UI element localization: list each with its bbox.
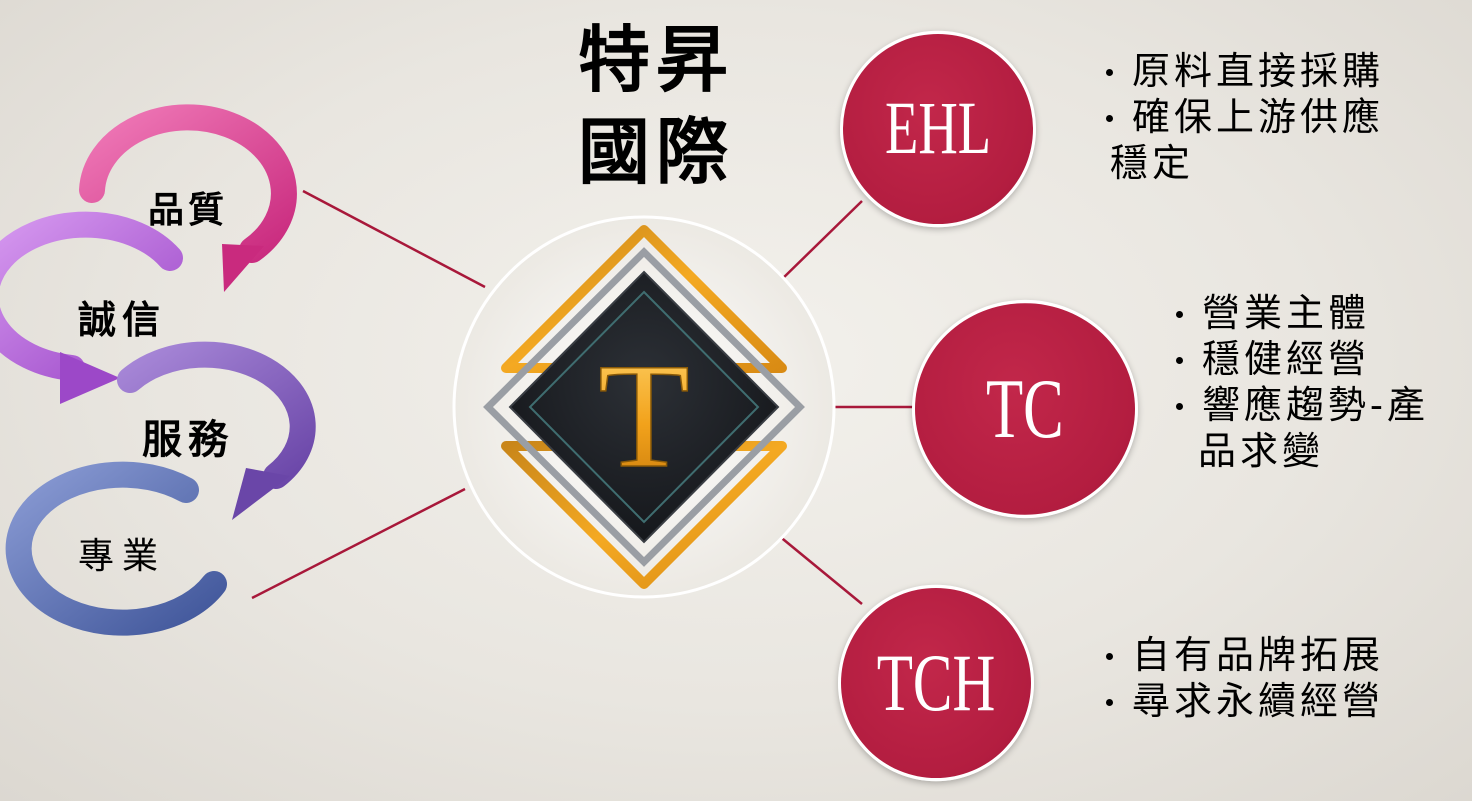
logo-dark-diamond	[508, 270, 780, 544]
cycle-label-quality: 品質	[148, 189, 228, 231]
cycle-label-service: 服務	[142, 416, 234, 463]
ehl-bullet-1: 原料直接採購	[1100, 48, 1384, 94]
company-logo: T	[452, 215, 836, 599]
node-ehl-label: EHL	[884, 86, 992, 171]
cycle-label-integrity: 誠信	[78, 297, 166, 342]
company-title-line2: 國際	[577, 109, 734, 194]
tch-bullet-2: 尋求永續經營	[1100, 678, 1384, 724]
tc-bullet-1: 營業主體	[1170, 290, 1429, 336]
tch-bullet-list: 自有品牌拓展 尋求永續經營	[1100, 632, 1384, 724]
node-tch: TCH	[838, 584, 1034, 782]
ehl-bullet-list: 原料直接採購 確保上游供應 穩定	[1100, 48, 1384, 186]
cycle-label-professional: 專業	[78, 536, 166, 577]
node-tc: TC	[912, 299, 1138, 519]
node-tch-label: TCH	[876, 637, 996, 728]
tc-bullet-3-text: 響應趨勢-產	[1202, 383, 1429, 427]
ehl-bullet-2: 確保上游供應 穩定	[1100, 94, 1384, 186]
tc-bullet-3-cont: 品求變	[1198, 429, 1325, 473]
ehl-bullet-2-cont: 穩定	[1110, 141, 1195, 185]
tc-bullet-2: 穩健經營	[1170, 336, 1429, 382]
node-ehl: EHL	[840, 30, 1036, 228]
company-title-line1: 特昇	[577, 17, 734, 102]
cycle-arrow-quality	[79, 104, 297, 292]
cycle-arrow-professional	[5, 461, 227, 636]
logo-letter: T	[598, 333, 690, 499]
ehl-bullet-2-text: 確保上游供應	[1132, 95, 1385, 139]
node-tc-label: TC	[986, 361, 1064, 456]
connector-tch	[777, 534, 863, 605]
value-cycle	[0, 104, 316, 636]
company-title: 特昇 國際	[566, 14, 746, 198]
connector-ehl	[777, 200, 863, 284]
tc-bullet-3: 響應趨勢-產 品求變	[1170, 382, 1429, 474]
logo-gray-diamond	[483, 247, 805, 567]
logo-inner-line	[528, 290, 760, 524]
cycle-arrow-service	[117, 341, 316, 520]
tc-bullet-list: 營業主體 穩健經營 響應趨勢-產 品求變	[1170, 290, 1429, 474]
tch-bullet-1: 自有品牌拓展	[1100, 632, 1384, 678]
connector-quality	[302, 189, 486, 289]
cycle-arrow-integrity	[0, 211, 183, 404]
connector-professional	[251, 487, 466, 600]
